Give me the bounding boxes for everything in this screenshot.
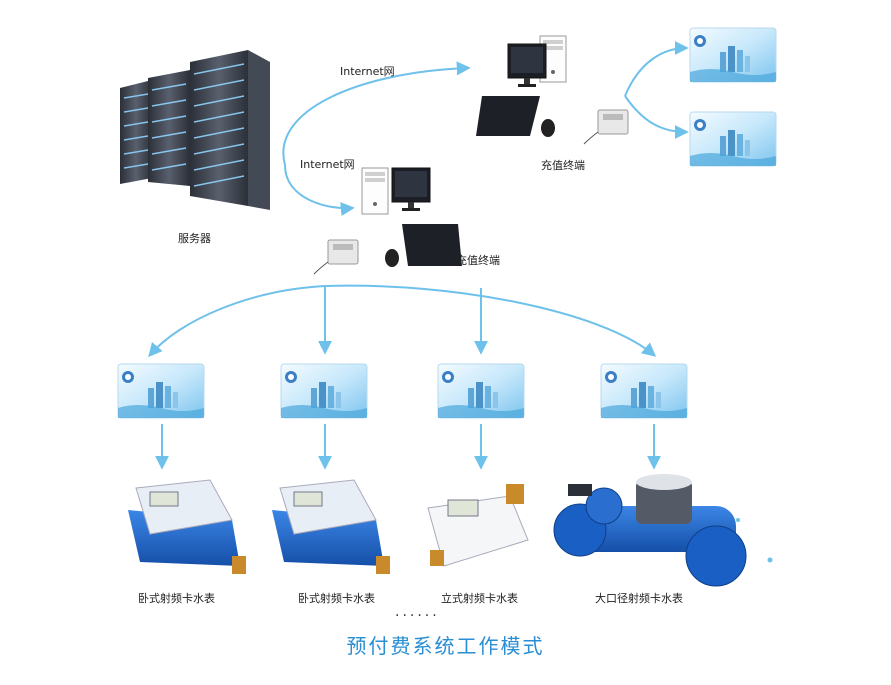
arrow-internet-top: [282, 61, 471, 166]
water-meter-icon-1: [128, 479, 246, 574]
ic-card-3: [437, 363, 525, 419]
meter-label-4: 大口径射频卡水表: [595, 592, 683, 605]
label-internet-mid: Internet网: [300, 158, 355, 171]
water-meter-icon-4: [553, 474, 747, 587]
label-server: 服务器: [178, 232, 211, 245]
arrow-to-card-bottom: [624, 95, 689, 139]
label-terminal-top: 充值终端: [541, 159, 585, 172]
arrow-distribute-left: [148, 285, 326, 358]
meter-label-1: 卧式射频卡水表: [138, 592, 215, 605]
arrow-distribute-right: [324, 284, 657, 357]
arrow-internet-mid: [284, 164, 355, 216]
card-reader-icon-mid: [313, 239, 359, 275]
card-reader-icon-top: [583, 109, 629, 145]
ic-card-right-top: [689, 27, 777, 83]
arrow-to-card-top: [624, 41, 689, 97]
ellipsis: ......: [395, 604, 440, 620]
ic-card-right-bottom: [689, 111, 777, 167]
droplet-decoration: [736, 518, 740, 522]
computer-icon-top: [476, 35, 567, 137]
server-icon: [120, 50, 270, 210]
label-internet-top: Internet网: [340, 65, 395, 78]
droplet-decoration: [767, 557, 773, 563]
ic-card-1: [117, 363, 205, 419]
label-terminal-mid: 充值终端: [456, 254, 500, 267]
ic-card-4: [600, 363, 688, 419]
water-meter-icon-2: [272, 479, 390, 574]
computer-icon-mid: [361, 167, 462, 267]
page-title: 预付费系统工作模式: [346, 634, 545, 658]
water-meter-icon-3: [427, 484, 529, 567]
meter-label-3: 立式射频卡水表: [441, 592, 518, 605]
ic-card-2: [280, 363, 368, 419]
meter-label-2: 卧式射频卡水表: [298, 592, 375, 605]
